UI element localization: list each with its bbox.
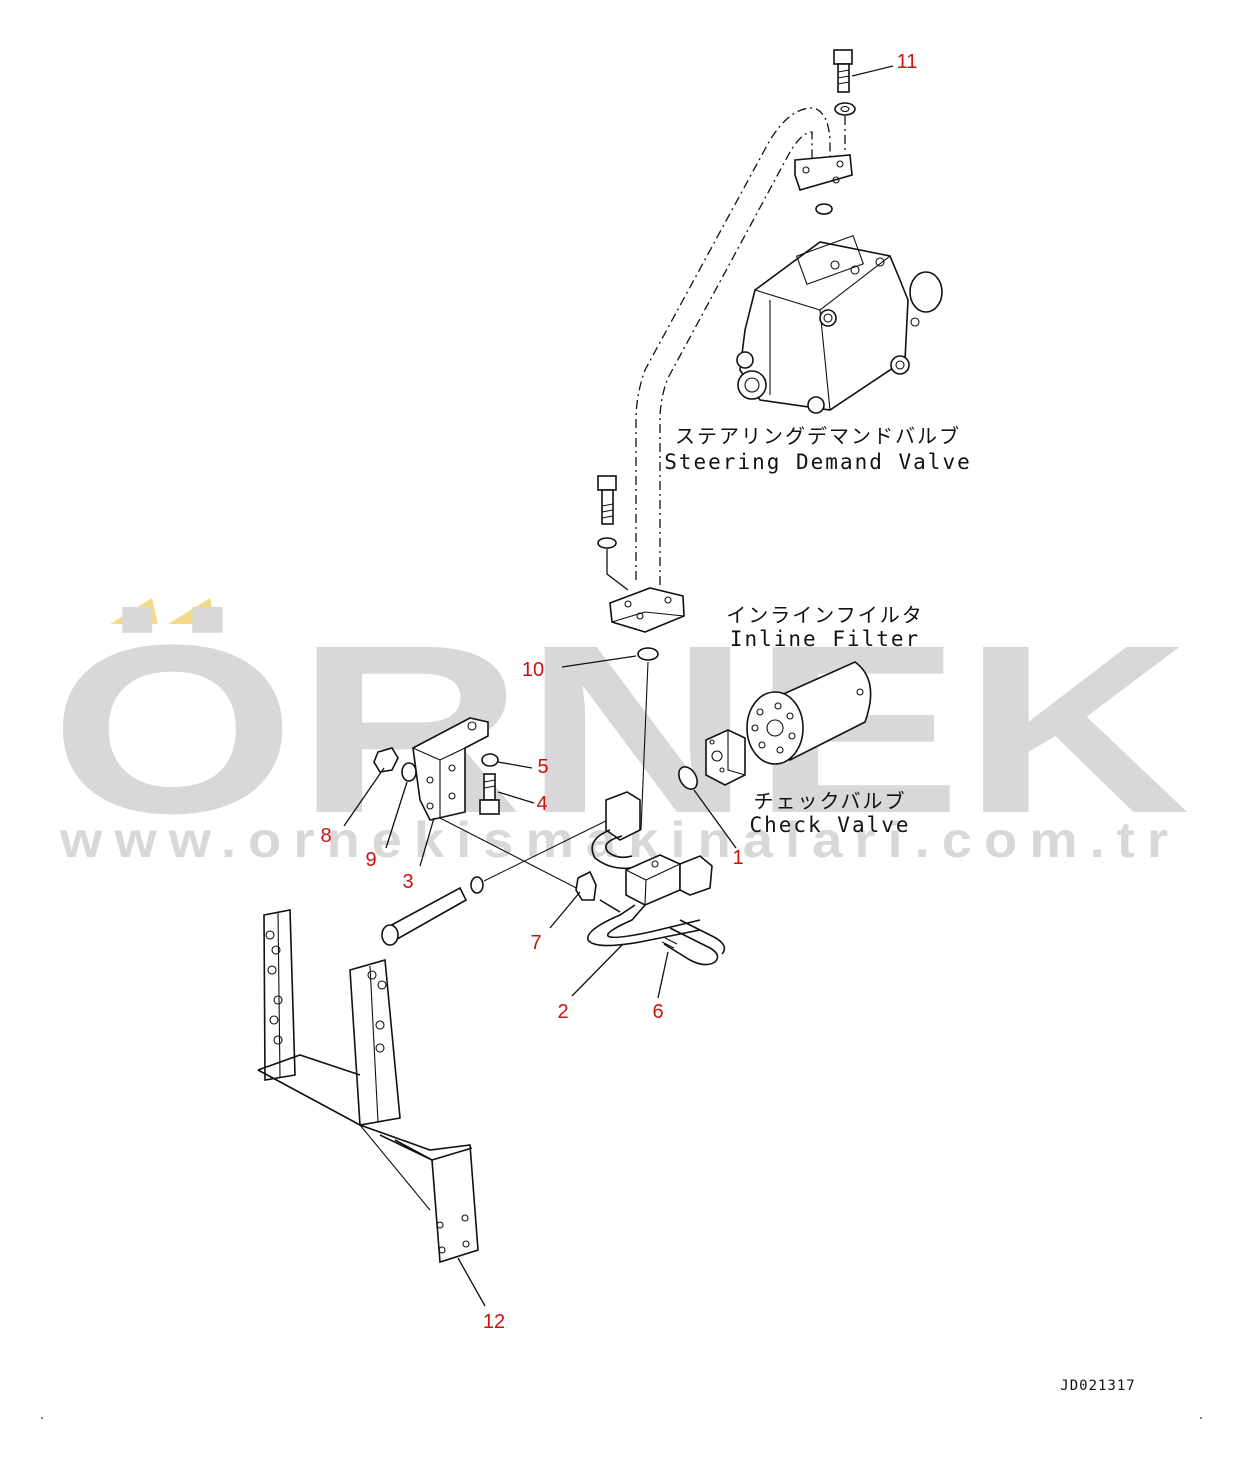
callout-3: 3 (402, 871, 413, 893)
bolt-part-11 (833, 49, 856, 150)
callout-6: 6 (652, 1001, 663, 1023)
bracket-part-3 (412, 717, 591, 896)
callout-1: 1 (732, 847, 743, 869)
pipe-lower-flange (609, 587, 685, 633)
check-valve-label-en: Check Valve (749, 813, 910, 837)
u-bolt-part-6 (661, 919, 726, 966)
inline-filter-label-jp: インラインフイルタ (726, 603, 923, 627)
callout-12: 12 (483, 1311, 505, 1333)
callout-4: 4 (536, 793, 547, 815)
callout-10: 10 (522, 659, 544, 681)
bolt-part-4 (479, 773, 500, 815)
clamp-part-7 (575, 870, 597, 901)
pipe-flange-bolt (597, 475, 629, 591)
inline-filter-label-en: Inline Filter (730, 627, 920, 651)
callout-2: 2 (557, 1001, 568, 1023)
drawing-code: JD021317 (1060, 1378, 1135, 1394)
callouts: 1 2 3 4 5 6 7 8 9 10 11 12 (320, 51, 917, 1333)
callout-11: 11 (897, 51, 918, 73)
callout-8: 8 (320, 825, 331, 847)
nut-part-8 (373, 747, 399, 773)
o-ring-part-10 (637, 647, 659, 831)
o-ring-part-1 (678, 766, 698, 790)
check-valve-label-jp: チェックバルブ (754, 789, 907, 813)
callout-7: 7 (530, 932, 541, 954)
leader-lines (343, 65, 894, 1307)
watermark-accent-left (110, 598, 158, 624)
inline-filter (746, 661, 872, 765)
check-valve (705, 729, 746, 786)
steering-pipe (635, 107, 853, 585)
steering-valve-label-en: Steering Demand Valve (664, 450, 972, 474)
callout-5: 5 (537, 756, 548, 778)
washer-part-5 (481, 753, 499, 767)
steering-demand-valve (736, 234, 943, 414)
steering-valve-label-jp: ステアリングデマンドバルブ (675, 424, 961, 448)
long-bolt (381, 813, 621, 946)
corner-mark-right (1200, 1417, 1202, 1419)
corner-mark-left (41, 1417, 43, 1419)
frame-bracket-part-12 (257, 909, 479, 1264)
washer-part-9 (401, 762, 417, 782)
callout-9: 9 (365, 849, 376, 871)
watermark-accent-right (168, 598, 216, 624)
tube-part-2 (587, 791, 713, 947)
